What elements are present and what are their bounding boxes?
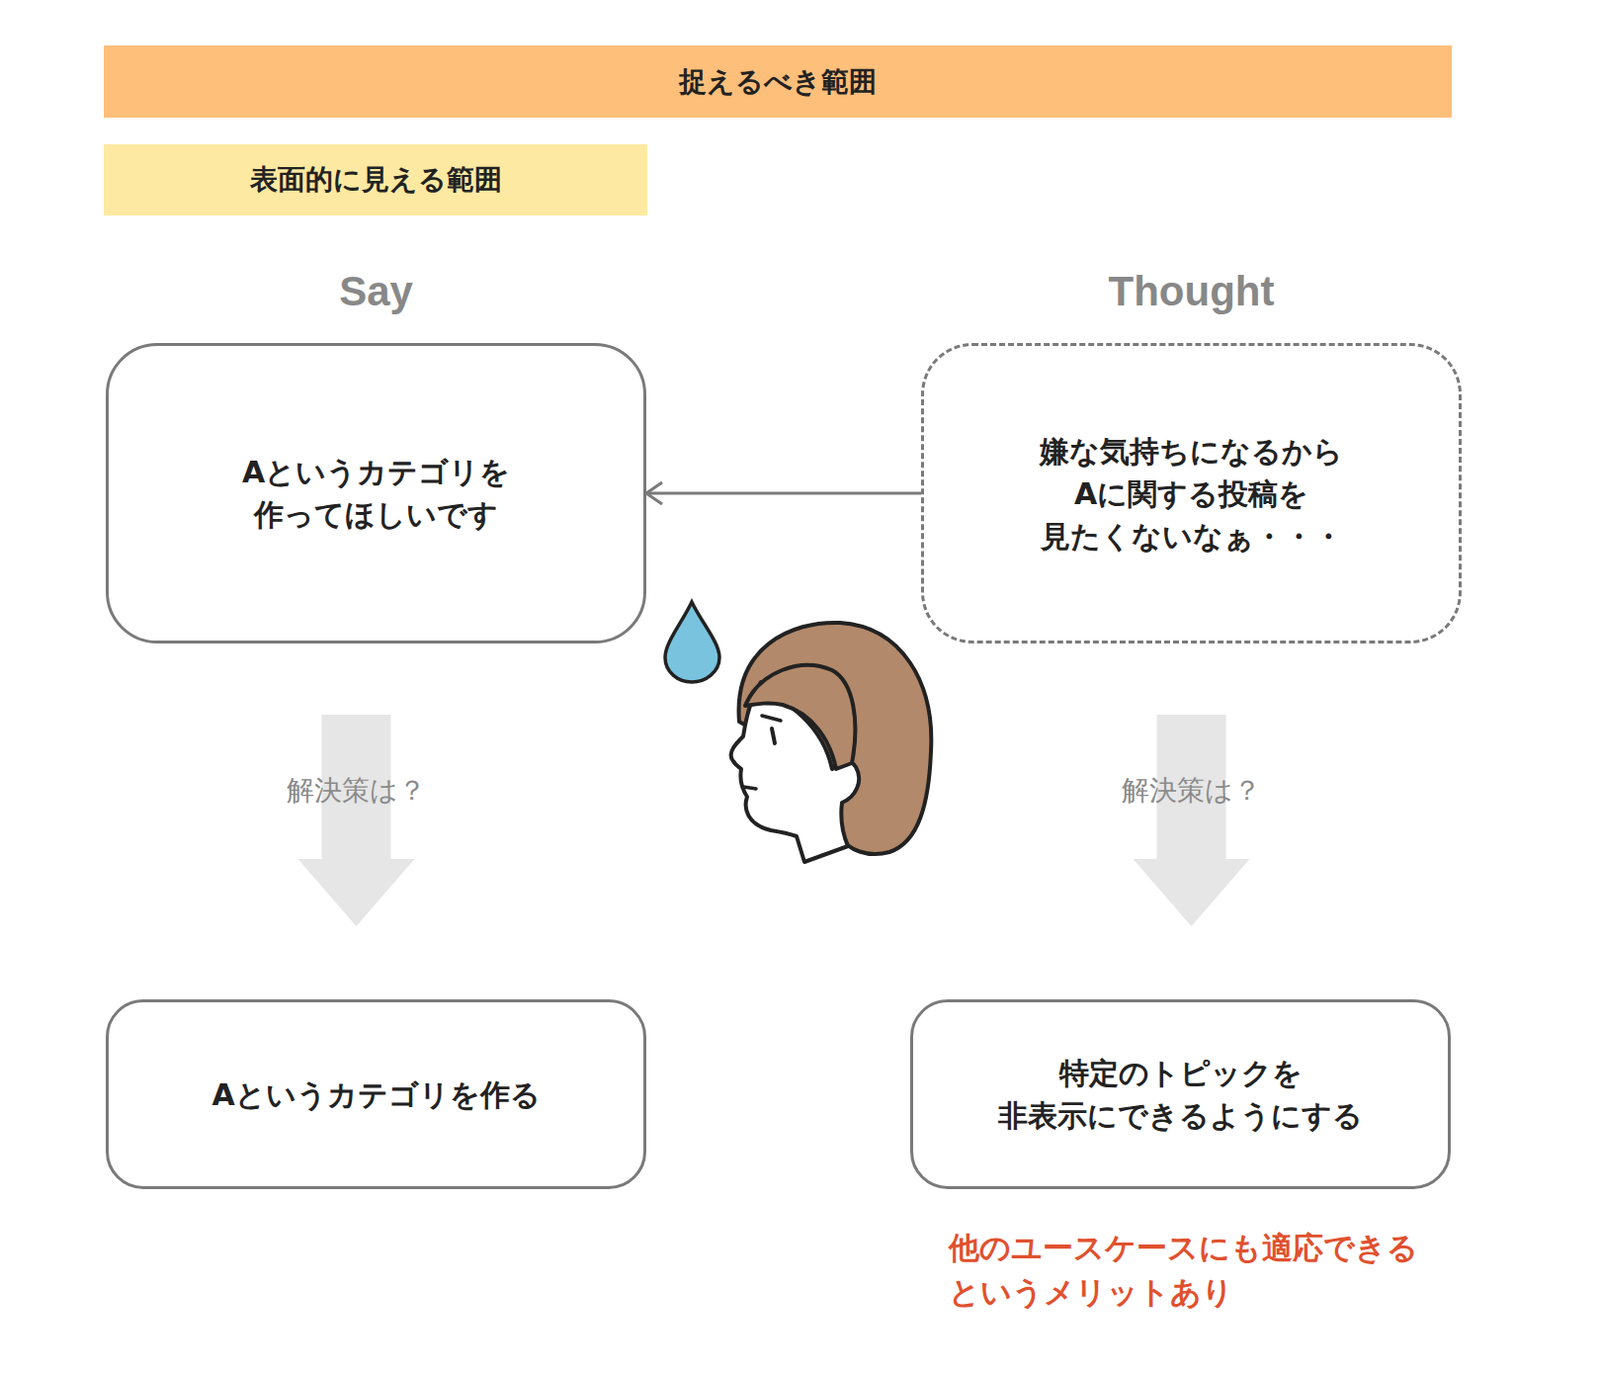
node-text: 嫌な気持ちになるから Aに関する投稿を 見たくないなぁ・・・ <box>924 429 1459 558</box>
node-text: 表面的に見える範囲 <box>220 160 532 200</box>
node-text: Aというカテゴリを 作ってほしいです <box>108 450 644 536</box>
edge-label: 解決策は？ <box>1073 770 1311 811</box>
arrow-head <box>298 858 416 927</box>
node-heading: Say <box>108 266 644 317</box>
say-box: SayAというカテゴリを 作ってほしいです <box>105 342 647 644</box>
sweat-drop <box>665 601 720 682</box>
arrow-head <box>1133 858 1251 927</box>
block-arrow <box>298 714 416 927</box>
block-arrow <box>1133 714 1251 927</box>
mouth <box>743 786 757 789</box>
edge-label: 解決策は？ <box>238 770 476 811</box>
arrow-head <box>646 482 663 505</box>
eye <box>771 728 775 744</box>
hair-fringe <box>745 665 855 769</box>
arrow-line <box>646 492 922 496</box>
scope-band: 捉えるべき範囲 <box>103 45 1452 118</box>
solution-box: Aというカテゴリを作る <box>105 999 647 1189</box>
connector-arrow <box>646 482 922 505</box>
thought-box: Thought嫌な気持ちになるから Aに関する投稿を 見たくないなぁ・・・ <box>921 342 1462 644</box>
solution-box: 特定のトピックを 非表示にできるようにする <box>910 999 1451 1189</box>
node-text: 捉えるべき範囲 <box>649 62 907 102</box>
node-text: Aというカテゴリを作る <box>181 1073 570 1116</box>
node-text: 特定のトピックを 非表示にできるようにする <box>913 1051 1448 1137</box>
surface-band: 表面的に見える範囲 <box>103 144 648 216</box>
eyebrow <box>761 715 781 721</box>
node-heading: Thought <box>924 266 1459 317</box>
note-text: 他のユースケースにも適応できる というメリットあり <box>948 1225 1483 1315</box>
